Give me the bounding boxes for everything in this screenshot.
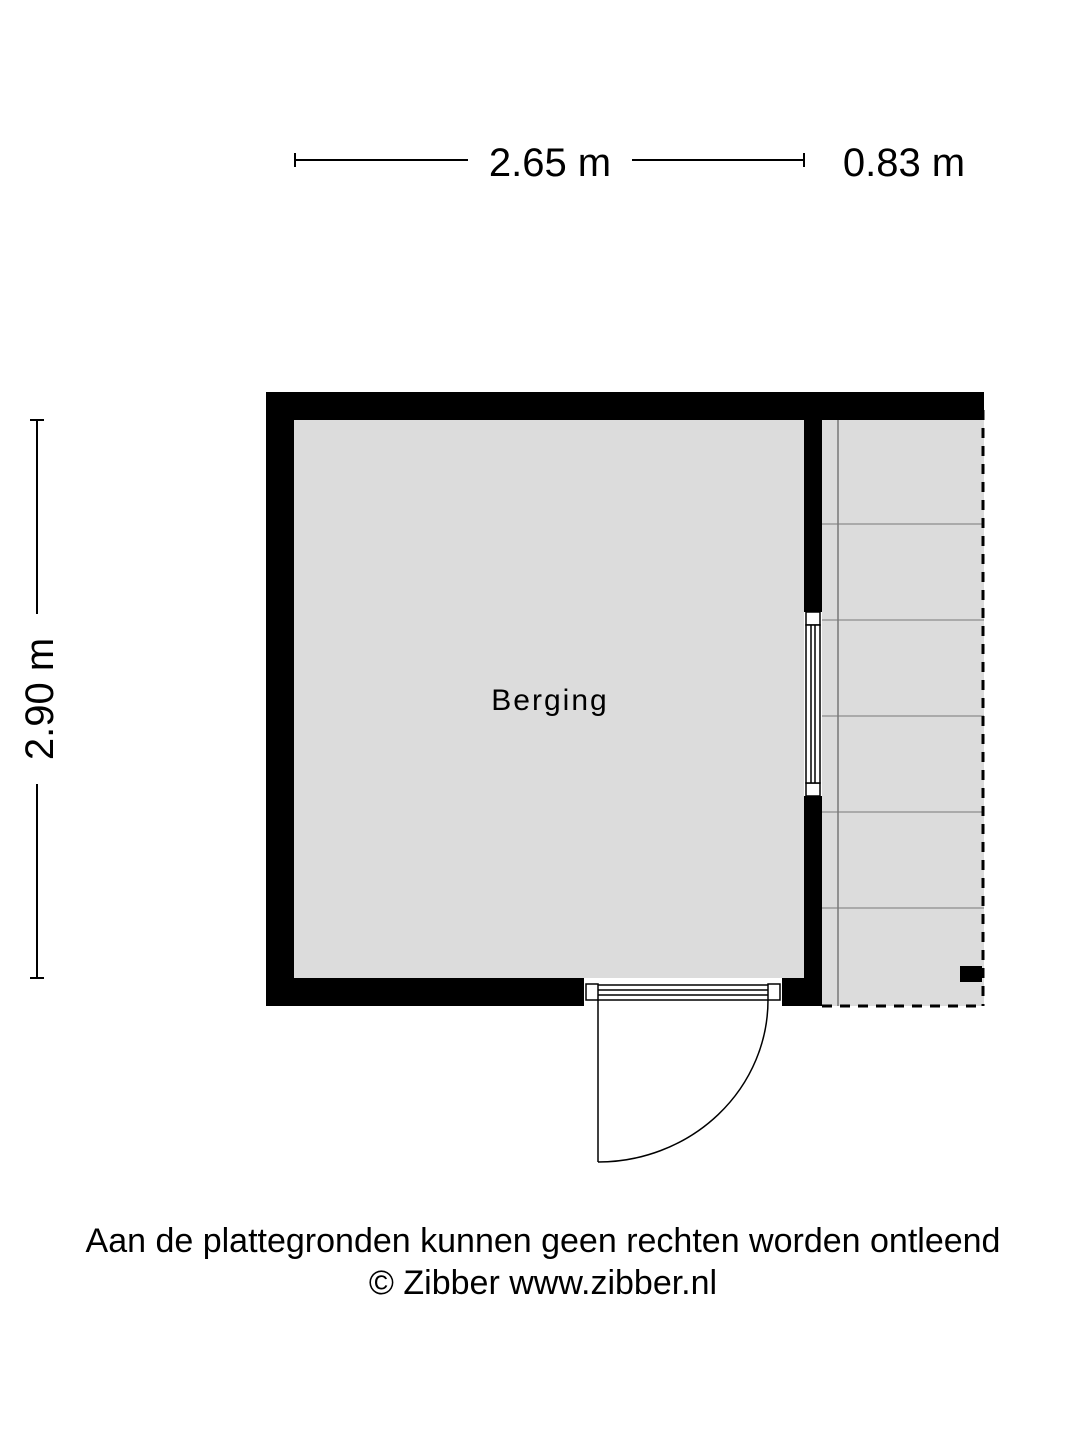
patio-area xyxy=(822,410,985,1008)
window xyxy=(805,611,821,797)
door xyxy=(585,983,781,1163)
disclaimer-text: Aan de plattegronden kunnen geen rechten… xyxy=(86,1222,1001,1260)
dimension-width-extra: 0.83 m xyxy=(843,141,965,185)
dimension-top xyxy=(294,153,805,167)
drain-marker xyxy=(960,966,982,982)
dimension-height: 2.90 m xyxy=(18,638,62,760)
walls xyxy=(266,392,984,1006)
dimension-width-main: 2.65 m xyxy=(489,141,611,185)
room-label: Berging xyxy=(491,684,608,717)
dimension-left xyxy=(30,419,44,979)
copyright-text: © Zibber www.zibber.nl xyxy=(369,1264,717,1302)
room-berging xyxy=(294,420,804,978)
